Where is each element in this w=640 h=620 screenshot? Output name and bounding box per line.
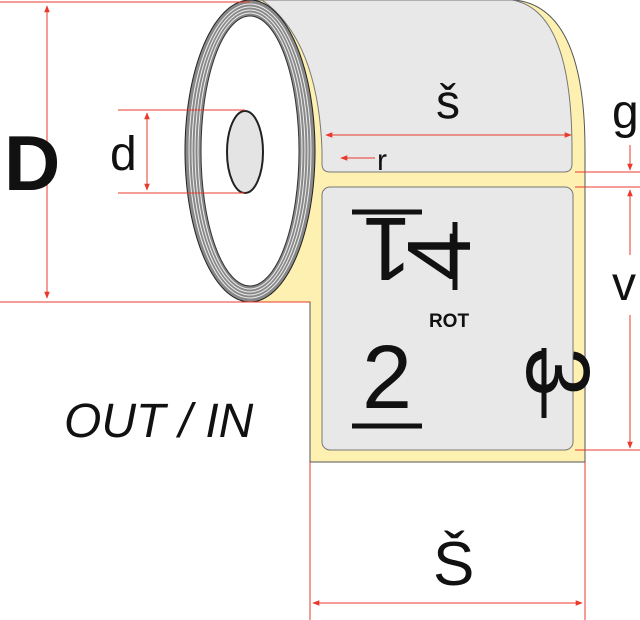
roll-core [226,110,264,194]
label-D: D [4,119,60,207]
label-v: v [612,258,636,311]
winding-label: OUT / IN [64,395,254,448]
mark-4: 4 [390,231,490,281]
label-top [261,0,573,173]
label-d: d [110,128,137,181]
label-s-small: š [436,76,460,129]
label-front [321,186,574,451]
label-S-big: Š [433,530,474,599]
rotation-label: ROT [429,311,470,332]
mark-2: 2 [362,328,412,428]
label-r: r [377,144,387,177]
orientation-marks: 1 4 ROT 2 3 [352,198,607,429]
mark-3: 3 [507,347,607,397]
label-g: g [612,86,639,139]
mark-1: 1 [362,198,412,298]
